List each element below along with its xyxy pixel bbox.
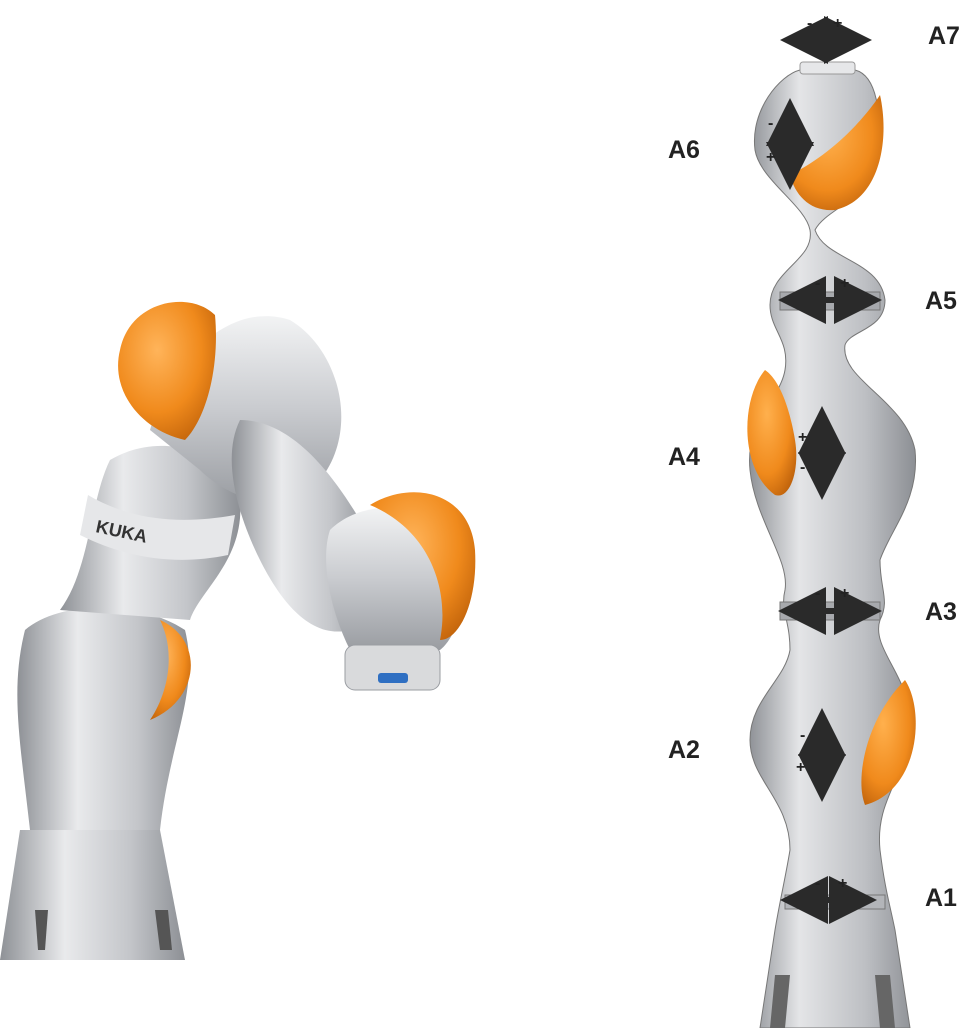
flange xyxy=(345,645,440,690)
axis-label-a7: A7 xyxy=(928,22,960,51)
minus-sign-a4: - xyxy=(800,459,805,476)
plus-sign-a7: + xyxy=(833,15,842,32)
plus-sign-a5: + xyxy=(840,275,849,292)
plus-sign-a6: + xyxy=(766,149,775,166)
plus-sign-a2: + xyxy=(796,759,805,776)
minus-sign-a3: - xyxy=(815,585,820,602)
flange-connector xyxy=(378,673,408,683)
axis-label-a6: A6 xyxy=(668,136,700,165)
minus-sign-a1: - xyxy=(815,875,820,892)
axis-label-a5: A5 xyxy=(925,287,957,316)
minus-sign-a5: - xyxy=(815,275,820,292)
plus-sign-a4: + xyxy=(798,429,807,446)
axis-label-a1: A1 xyxy=(925,884,957,913)
robot-base xyxy=(0,830,185,960)
plus-sign-a3: + xyxy=(840,585,849,602)
diagram-body xyxy=(750,70,916,1028)
diagram-flange xyxy=(800,62,855,74)
lower-link xyxy=(17,608,189,831)
robot-arm-photo: KUKA xyxy=(0,270,490,990)
axis-label-a4: A4 xyxy=(668,443,700,472)
minus-sign-a6: - xyxy=(768,115,773,132)
plus-sign-a1: + xyxy=(838,875,847,892)
axis-label-a2: A2 xyxy=(668,736,700,765)
axis-label-a3: A3 xyxy=(925,598,957,627)
minus-sign-a2: - xyxy=(800,727,805,744)
minus-sign-a7: - xyxy=(807,15,812,32)
robot-arm-illustration: KUKA xyxy=(0,270,490,990)
